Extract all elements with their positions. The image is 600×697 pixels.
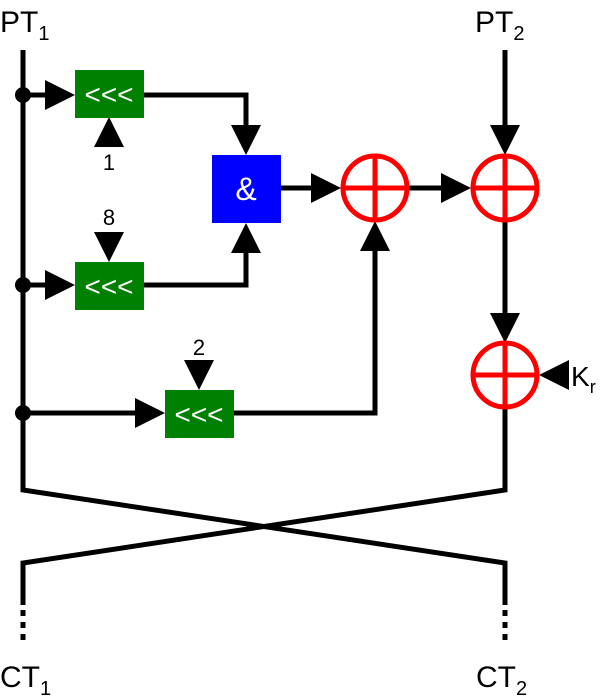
swap-line-left	[20, 487, 508, 605]
pt1-label: PT1	[0, 6, 49, 45]
and-symbol: &	[235, 171, 256, 207]
ct1-label: CT1	[0, 661, 51, 697]
swap-line-right	[20, 487, 508, 605]
and-gate: &	[212, 155, 281, 223]
rotate-box-8: <<<	[75, 262, 144, 310]
xor-gate-1	[340, 153, 410, 223]
rotate-symbol: <<<	[174, 399, 223, 430]
xor-gate-2	[470, 153, 540, 223]
rotate-box-2: <<<	[165, 390, 234, 438]
rotate-box-1: <<<	[75, 70, 144, 118]
pt2-label: PT2	[475, 6, 524, 45]
junction-dot	[15, 405, 31, 421]
junction-dot	[15, 277, 31, 293]
rotation-amount-label: 8	[103, 205, 115, 230]
junction-dot	[15, 87, 31, 103]
round-key-label: Kr	[571, 361, 596, 397]
xor-gate-key	[470, 340, 540, 410]
rotate-symbol: <<<	[84, 79, 133, 110]
rotate-symbol: <<<	[84, 271, 133, 302]
ct2-label: CT2	[476, 661, 527, 697]
rotation-amount-label: 2	[193, 335, 205, 360]
rotation-amount-label: 1	[103, 150, 115, 175]
